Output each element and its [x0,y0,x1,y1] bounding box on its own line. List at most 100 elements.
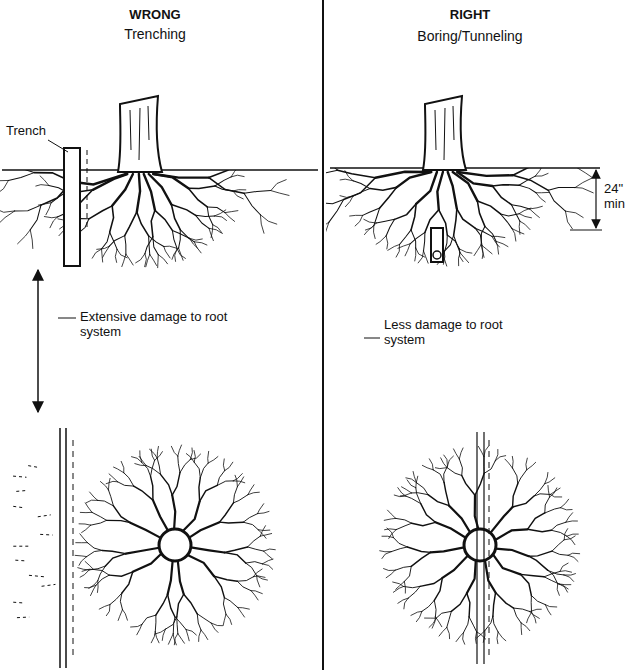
root-system-plan [75,445,275,645]
root [493,616,498,632]
root [157,446,158,458]
root [158,255,167,264]
root [200,485,218,501]
root [226,614,232,624]
root [447,611,452,627]
root [416,172,437,204]
root [92,512,107,520]
root [521,623,523,635]
root [395,204,417,220]
root [87,550,102,556]
root [199,478,200,502]
root [125,236,126,255]
root [191,547,225,552]
root [386,219,394,236]
root [568,553,580,555]
root [0,209,15,212]
root [535,168,543,176]
root [253,576,265,577]
root [146,466,160,475]
root [164,246,177,248]
root [544,571,560,576]
root [398,598,408,603]
cut-root [40,534,53,536]
root [436,611,451,618]
root-system [0,170,289,268]
root [258,530,266,539]
root [531,595,532,612]
root [257,576,260,587]
root [122,610,127,621]
root [78,568,89,570]
root [110,232,117,249]
root [168,634,173,645]
root [428,495,449,506]
root [0,179,8,181]
root [102,550,126,553]
root [188,186,215,188]
root [189,522,219,538]
root [156,594,168,615]
root [149,236,150,255]
root [140,451,142,463]
root [183,501,200,531]
root [396,581,405,589]
root [437,172,443,210]
trench-plan [59,428,61,668]
root [139,456,146,465]
root [237,581,251,590]
root [564,536,575,540]
root [214,576,224,597]
root [444,482,449,505]
root [520,574,544,576]
root [46,203,51,215]
root [243,514,257,523]
root [514,608,530,612]
root [496,593,514,609]
root [416,248,425,257]
cut-root [13,506,25,508]
root [153,174,188,188]
root [408,586,420,598]
column-heading: RIGHT [410,8,530,23]
tree-trunk [118,96,162,172]
root [134,486,153,500]
root [498,632,506,641]
root [551,530,567,536]
root [514,608,522,623]
root [224,547,247,553]
root [568,555,578,561]
root [209,228,213,240]
root [493,554,521,574]
root [527,529,551,531]
root [512,456,514,468]
root [157,458,160,474]
root [113,506,130,523]
root [151,210,155,237]
root [530,206,543,209]
root [326,222,329,241]
root [565,211,572,229]
root [98,500,114,505]
root [459,459,462,475]
root [444,235,447,253]
root [89,581,98,588]
root [545,497,550,513]
root [194,242,201,253]
root [530,209,540,218]
root [149,236,164,247]
root [575,188,593,193]
root [233,481,245,483]
note: Less damage to root system [384,318,514,348]
root [172,473,180,495]
root [453,172,478,201]
root [460,249,463,262]
cut-root [28,466,38,468]
root [530,612,539,619]
root [244,193,260,214]
root [397,172,432,187]
root [459,448,463,459]
root [344,178,376,200]
root [447,235,459,249]
